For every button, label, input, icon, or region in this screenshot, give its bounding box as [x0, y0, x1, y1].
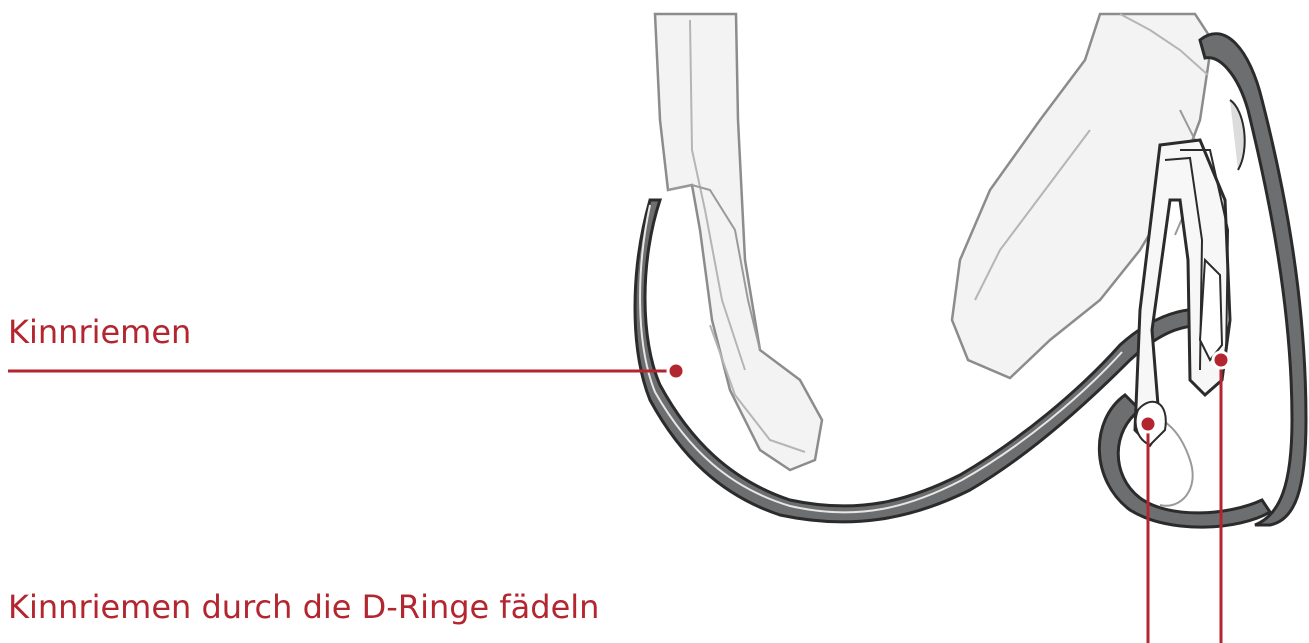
callout-d-ring-right-pointer: [1213, 352, 1229, 643]
chin-strap-label: Kinnriemen: [8, 316, 191, 348]
left-cheek-pad: [655, 14, 822, 470]
lower-strap-loop: [1099, 395, 1270, 527]
callout-d-ring-left-pointer: [1140, 416, 1156, 643]
callout-chin-strap-pointer: [8, 363, 684, 379]
thread-d-rings-label: Kinnriemen durch die D-Ringe fädeln: [8, 591, 599, 623]
